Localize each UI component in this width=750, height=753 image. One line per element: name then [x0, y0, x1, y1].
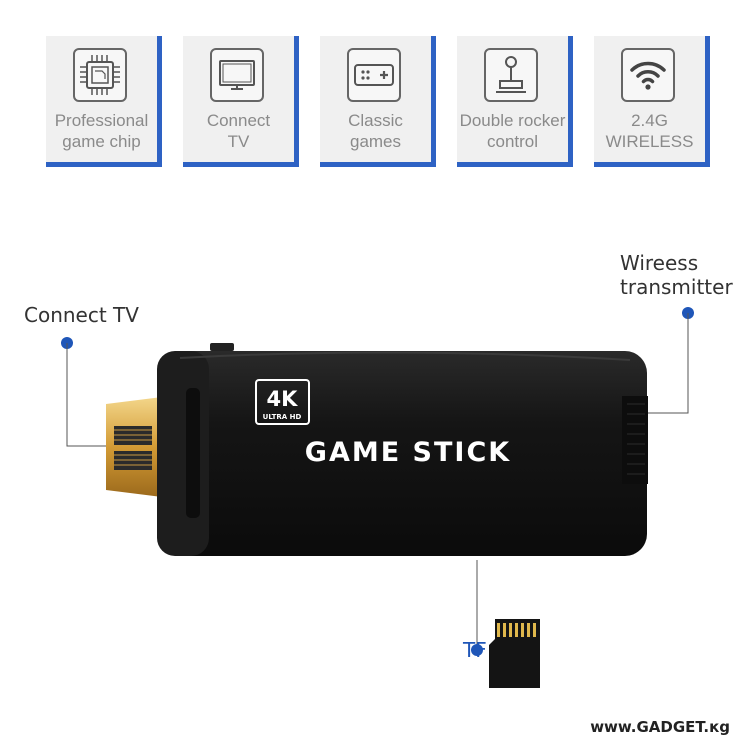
tf-card-label: TF	[463, 638, 487, 662]
hdmi-plug	[106, 397, 162, 497]
game-stick-brand: GAME STICK	[305, 437, 511, 468]
feature-label-line1: Professional	[54, 111, 149, 130]
gamepad-icon	[354, 64, 394, 86]
feature-label-line2: games	[349, 132, 402, 151]
wifi-icon	[630, 61, 666, 90]
tv-icon	[219, 60, 255, 90]
feature-card-tv: Connect TV	[183, 36, 299, 167]
feature-label-line2: control	[486, 132, 539, 151]
website-watermark: www.GADGET.кg	[590, 718, 730, 736]
stick-body	[157, 343, 647, 556]
feature-label-line1: Double rocker	[459, 111, 566, 130]
feature-label-line1: 2.4G	[631, 111, 668, 130]
badge-4k-text: 4K	[267, 387, 299, 411]
wireless-label-line2: transmitter	[620, 275, 733, 299]
feature-label-line1: Classic	[348, 111, 403, 130]
feature-card-gamepad: Classic games	[320, 36, 436, 167]
callout-lines	[61, 307, 694, 656]
micro-sd-card	[489, 619, 540, 688]
feature-label-line2: TV	[227, 132, 250, 151]
joystick-icon	[496, 56, 526, 93]
transmitter-port	[622, 396, 648, 484]
tf-dot	[471, 644, 483, 656]
4k-badge: 4K ULTRA HD	[255, 379, 310, 425]
wireless-label-line1: Wireess	[620, 251, 699, 275]
chip-icon	[80, 55, 120, 95]
badge-ultra-hd-text: ULTRA HD	[263, 413, 302, 421]
feature-card-chip: Professional game chip	[46, 36, 162, 167]
feature-card-joystick: Double rocker control	[457, 36, 573, 167]
connect-tv-label: Connect TV	[24, 303, 139, 327]
feature-label-line2: game chip	[62, 132, 141, 151]
feature-label-line1: Connect	[206, 111, 271, 130]
feature-label-line2: WIRELESS	[605, 132, 694, 151]
wireless-transmitter-label: Wireess transmitter	[620, 251, 733, 299]
feature-card-wireless: 2.4G WIRELESS	[594, 36, 710, 167]
